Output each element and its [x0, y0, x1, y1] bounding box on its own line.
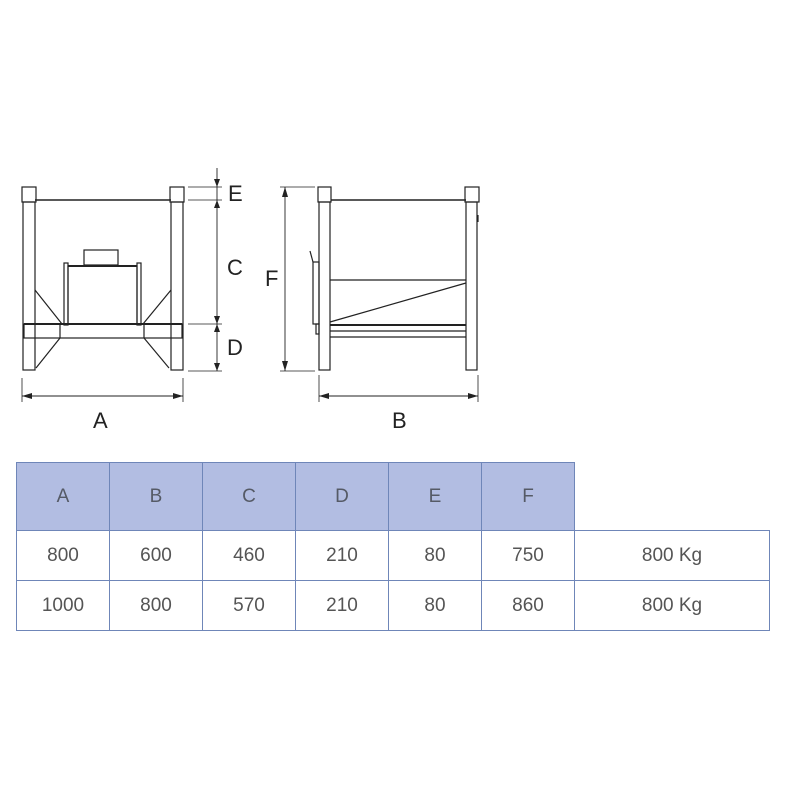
table-row: 800 600 460 210 80 750 800 Kg: [16, 530, 770, 581]
header-blank-cell: [575, 463, 770, 531]
dimension-label-a: A: [93, 408, 108, 433]
cell-b: 600: [109, 530, 203, 581]
front-view: [21, 168, 222, 402]
cell-a: 1000: [16, 580, 110, 631]
header-cell-b: B: [109, 462, 203, 531]
cell-c: 570: [202, 580, 296, 631]
cell-a: 800: [16, 530, 110, 581]
table-header-row: A B C D E F: [16, 462, 770, 531]
cell-d: 210: [295, 580, 389, 631]
side-view: [280, 186, 480, 402]
dimensions-table: A B C D E F 800 600 460 210 80 750 800 K…: [16, 462, 770, 631]
cell-e: 80: [388, 580, 482, 631]
cell-load: 800 Kg: [574, 580, 770, 631]
header-cell-c: C: [202, 462, 296, 531]
dimension-label-c: C: [227, 255, 243, 280]
dimension-label-f: F: [265, 266, 279, 291]
dimension-label-b: B: [392, 408, 407, 433]
dimension-label-e: E: [228, 181, 243, 206]
dimension-label-d: D: [227, 335, 243, 360]
cell-f: 750: [481, 530, 575, 581]
header-cell-f: F: [481, 462, 575, 531]
cell-d: 210: [295, 530, 389, 581]
header-cell-d: D: [295, 462, 389, 531]
cell-b: 800: [109, 580, 203, 631]
technical-drawing: [21, 168, 480, 402]
cell-e: 80: [388, 530, 482, 581]
header-cell-a: A: [16, 462, 110, 531]
header-cell-e: E: [388, 462, 482, 531]
cell-c: 460: [202, 530, 296, 581]
cell-load: 800 Kg: [574, 530, 770, 581]
cell-f: 860: [481, 580, 575, 631]
table-row: 1000 800 570 210 80 860 800 Kg: [16, 580, 770, 631]
